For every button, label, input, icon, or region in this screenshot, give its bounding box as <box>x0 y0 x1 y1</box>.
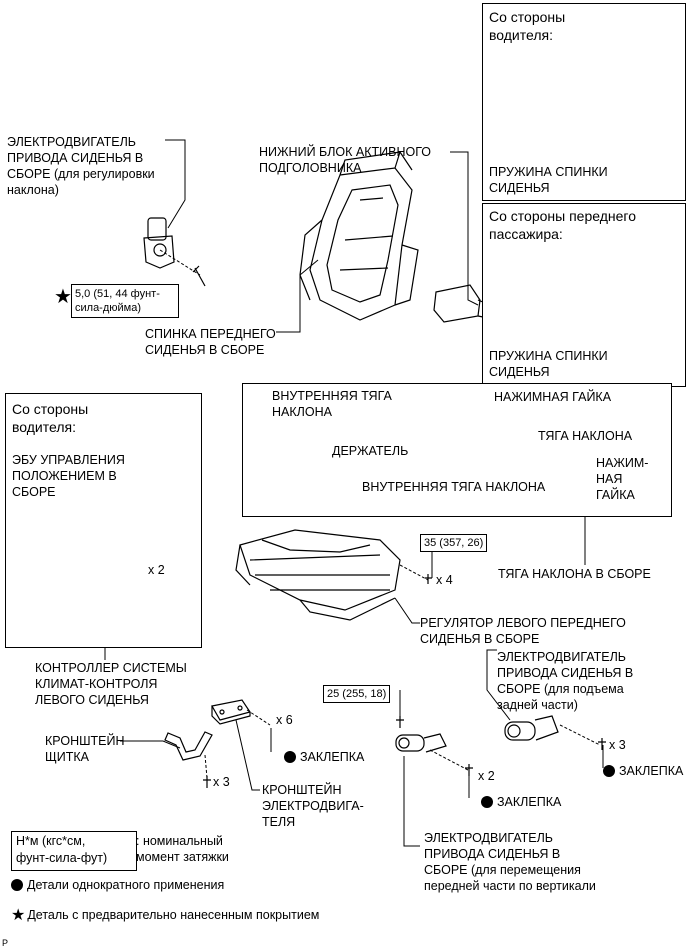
shield-bracket-drawing <box>164 731 213 788</box>
legend-single-use: Детали однократного применения <box>11 877 224 893</box>
rods-panel <box>242 383 672 517</box>
shield-bolt-qty: x 3 <box>213 775 230 789</box>
precoat-star-icon: ★ <box>54 284 72 308</box>
torque-recline-box: 5,0 (51, 44 фунт-сила-дюйма) <box>71 284 179 318</box>
precoat-star-legend-icon: ★ <box>11 907 26 924</box>
recline-motor-drawing <box>143 217 206 287</box>
legend-precoated: ★Деталь с предварительно нанесенным покр… <box>11 907 320 924</box>
torque-25-box: 25 (255, 18) <box>323 685 391 703</box>
inner-rod-2-label: ВНУТРЕННЯЯ ТЯГА НАКЛОНА <box>362 480 546 494</box>
recline-rod-label: ТЯГА НАКЛОНА <box>538 429 633 443</box>
holder-label: ДЕРЖАТЕЛЬ <box>332 444 409 458</box>
seatback-frame-drawing <box>299 151 419 321</box>
driver-side-top-panel <box>482 3 686 201</box>
motor-bracket-drawing <box>211 699 251 725</box>
adjuster-drawing <box>235 529 432 621</box>
rod-assy-label: ТЯГА НАКЛОНА В СБОРЕ <box>498 567 651 581</box>
push-nut-1-label: НАЖИМНАЯ ГАЙКА <box>494 390 612 404</box>
rear-motor-drawing <box>504 715 606 750</box>
rivet-2-label: ЗАКЛЕПКА <box>497 795 562 809</box>
rivet-1-label: ЗАКЛЕПКА <box>300 750 365 764</box>
driver-side-left-panel <box>5 393 202 648</box>
rear-motor-qty: x 3 <box>609 738 626 752</box>
adjuster-qty: x 4 <box>436 573 453 587</box>
passenger-side-panel <box>482 203 686 387</box>
rivet-3-label: ЗАКЛЕПКА <box>619 764 684 778</box>
single-use-dot-icon <box>11 879 23 891</box>
torque-35-box: 35 (357, 26) <box>420 534 488 552</box>
ecu-qty: x 2 <box>148 563 165 577</box>
front-motor-drawing <box>395 716 473 776</box>
legend-torque-box: Н*м (кгс*см,фунт-сила-фут) <box>11 831 137 871</box>
bracket-qty: x 6 <box>276 713 293 727</box>
corner-mark: P <box>2 938 9 948</box>
front-motor-qty: x 2 <box>478 769 495 783</box>
